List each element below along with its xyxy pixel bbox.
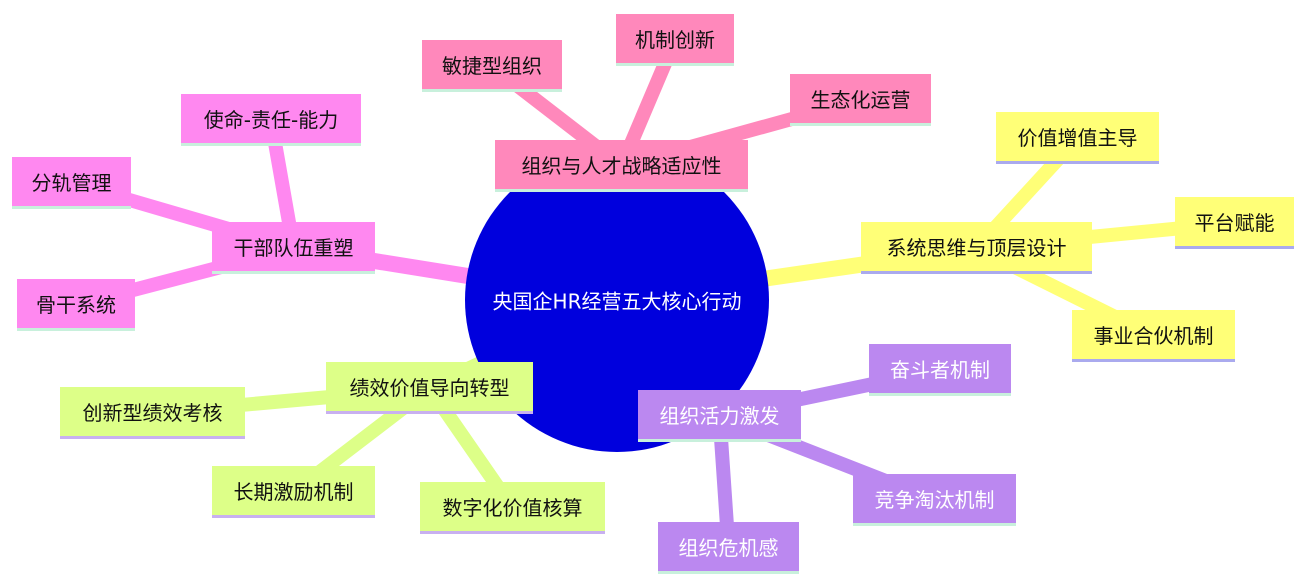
main-topic-sys[interactable]: 系统思维与顶层设计 (861, 222, 1092, 274)
center-topic-circle (465, 148, 769, 452)
subtopic-sys-2[interactable]: 事业合伙机制 (1072, 310, 1235, 362)
subtopic-cadre-0[interactable]: 使命-责任-能力 (181, 94, 361, 146)
main-topic-org[interactable]: 组织与人才战略适应性 (495, 140, 748, 192)
subtopic-sys-0[interactable]: 价值增值主导 (996, 112, 1159, 164)
subtopic-org-2[interactable]: 生态化运营 (790, 74, 931, 126)
subtopic-perf-1[interactable]: 长期激励机制 (212, 466, 375, 518)
subtopic-vit-1[interactable]: 竞争淘汰机制 (853, 474, 1016, 526)
subtopic-org-0[interactable]: 敏捷型组织 (422, 40, 562, 92)
subtopic-cadre-2[interactable]: 骨干系统 (17, 279, 135, 331)
subtopic-perf-2[interactable]: 数字化价值核算 (420, 482, 605, 534)
subtopic-org-1[interactable]: 机制创新 (616, 14, 734, 66)
main-topic-perf[interactable]: 绩效价值导向转型 (326, 362, 533, 414)
subtopic-sys-1[interactable]: 平台赋能 (1175, 197, 1294, 249)
subtopic-perf-0[interactable]: 创新型绩效考核 (60, 387, 245, 439)
center-topic-label: 央国企HR经营五大核心行动 (492, 289, 742, 314)
main-topic-cadre[interactable]: 干部队伍重塑 (212, 222, 375, 274)
subtopic-vit-0[interactable]: 奋斗者机制 (869, 344, 1011, 396)
subtopic-vit-2[interactable]: 组织危机感 (658, 522, 799, 574)
subtopic-cadre-1[interactable]: 分轨管理 (12, 157, 131, 209)
main-topic-vit[interactable]: 组织活力激发 (638, 390, 801, 442)
